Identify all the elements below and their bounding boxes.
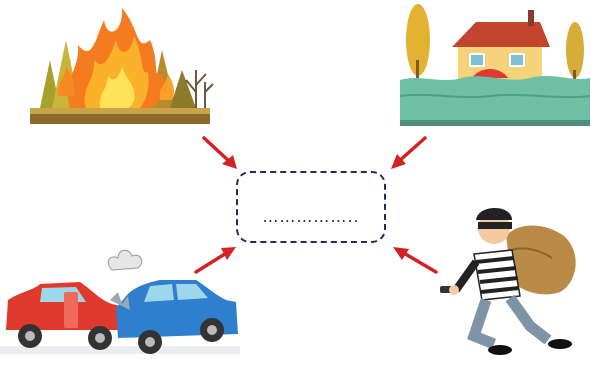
arrow-from-flood [398, 138, 425, 162]
center-answer-box: …………….. [236, 171, 386, 243]
arrow-from-fire [204, 138, 230, 162]
forest-fire-icon [30, 8, 213, 124]
burglar-icon [440, 208, 576, 355]
arrow-from-burglar [402, 252, 436, 272]
answer-blank: …………….. [238, 209, 384, 225]
flood-icon [400, 4, 590, 126]
arrow-from-crash [196, 252, 228, 272]
